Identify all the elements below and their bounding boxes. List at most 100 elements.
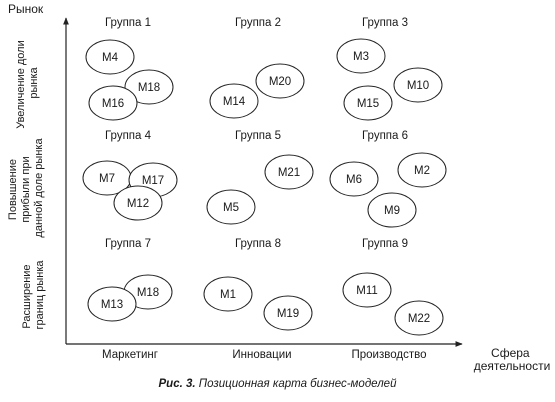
group-title: Группа 9 — [362, 238, 408, 250]
model-ellipse — [397, 152, 447, 188]
model-node: M2 — [397, 152, 447, 188]
group-title: Группа 8 — [235, 238, 281, 250]
row-label-market-share: Увеличение доли рынка — [15, 37, 40, 129]
model-ellipse — [394, 300, 444, 336]
x-axis-title-line-2: деятельности — [474, 359, 551, 373]
model-ellipse — [209, 83, 259, 119]
model-node: M22 — [394, 300, 444, 336]
model-ellipse — [255, 63, 305, 99]
model-node: M10 — [393, 67, 443, 103]
model-ellipse — [343, 85, 393, 121]
row-label-profit-line-1: Повышение — [7, 159, 19, 220]
model-ellipse — [124, 69, 174, 105]
model-node: M11 — [342, 272, 392, 308]
model-ellipse — [393, 67, 443, 103]
model-label: M6 — [346, 174, 362, 186]
caption-prefix: Рис. 3. — [158, 378, 196, 390]
model-ellipse — [342, 272, 392, 308]
model-label: M1 — [220, 289, 236, 301]
model-ellipse — [113, 185, 163, 221]
model-ellipse — [329, 161, 379, 197]
row-label-expansion-line-2: границ рынка — [34, 260, 46, 330]
model-label: M2 — [414, 165, 430, 177]
model-node: M20 — [255, 63, 305, 99]
model-node: M1 — [203, 276, 253, 312]
column-label-marketing: Маркетинг — [102, 349, 158, 361]
model-node: M3 — [336, 38, 386, 74]
model-node: M21 — [264, 154, 314, 190]
model-ellipse — [367, 192, 417, 228]
model-node: M5 — [206, 189, 256, 225]
model-label: M10 — [407, 80, 429, 92]
model-ellipse — [264, 154, 314, 190]
x-axis-title: Сфера деятельности — [474, 346, 551, 373]
model-node: M13 — [87, 286, 137, 322]
model-ellipse — [88, 85, 138, 121]
group-title: Группа 1 — [105, 17, 151, 29]
x-axis-title-line-1: Сфера — [491, 346, 530, 360]
model-node: M7 — [82, 160, 132, 196]
model-ellipse — [206, 189, 256, 225]
model-label: M17 — [142, 175, 164, 187]
row-label-profit: Повышение прибыли при данной доле рынка — [7, 138, 45, 238]
group-title: Группа 3 — [362, 17, 408, 29]
model-node: M15 — [343, 85, 393, 121]
model-ellipse — [263, 295, 313, 331]
model-label: M18 — [137, 287, 159, 299]
row-label-profit-line-3: данной доле рынка — [33, 138, 45, 238]
model-node: M9 — [367, 192, 417, 228]
model-label: M15 — [357, 98, 379, 110]
row-label-market-share-line-2: рынка — [28, 66, 40, 98]
y-axis-title: Рынок — [8, 2, 44, 16]
model-label: M4 — [102, 52, 119, 64]
model-label: M9 — [384, 205, 400, 217]
row-label-expansion-line-1: Расширение — [21, 264, 33, 328]
model-label: M3 — [353, 51, 369, 63]
figure-caption: Рис. 3. Позиционная карта бизнес-моделей — [0, 378, 555, 390]
group-title: Группа 4 — [105, 130, 152, 142]
model-label: M7 — [99, 173, 115, 185]
row-labels: Увеличение доли рынка Повышение прибыли … — [7, 37, 46, 330]
model-label: M19 — [277, 308, 299, 320]
caption-text: Позиционная карта бизнес-моделей — [198, 378, 397, 390]
group-title: Группа 7 — [105, 238, 151, 250]
group-title: Группа 2 — [235, 17, 281, 29]
row-label-profit-line-2: прибыли при — [20, 156, 32, 222]
model-label: M12 — [127, 198, 149, 210]
model-node: M6 — [329, 161, 379, 197]
group-title: Группа 6 — [362, 130, 408, 142]
model-node: M19 — [263, 295, 313, 331]
model-node: M14 — [209, 83, 259, 119]
model-node: M4 — [85, 39, 135, 75]
model-node: M18 — [124, 69, 174, 105]
model-label: M14 — [223, 96, 246, 108]
model-ellipse — [87, 286, 137, 322]
group-title: Группа 5 — [235, 130, 281, 142]
row-label-expansion: Расширение границ рынка — [21, 260, 46, 330]
model-label: M21 — [278, 167, 300, 179]
model-ellipse — [336, 38, 386, 74]
column-labels: Маркетинг Инновации Производство — [102, 349, 426, 361]
column-label-production: Производство — [352, 349, 427, 361]
model-label: M16 — [102, 98, 124, 110]
model-ellipse — [85, 39, 135, 75]
model-node: M16 — [88, 85, 138, 121]
model-label: M22 — [408, 313, 430, 325]
row-label-market-share-line-1: Увеличение доли — [15, 40, 27, 129]
model-label: M11 — [356, 285, 378, 297]
model-label: M18 — [138, 82, 160, 94]
model-label: M20 — [269, 76, 291, 88]
model-label: M5 — [223, 202, 239, 214]
column-label-innovation: Инновации — [232, 349, 291, 361]
